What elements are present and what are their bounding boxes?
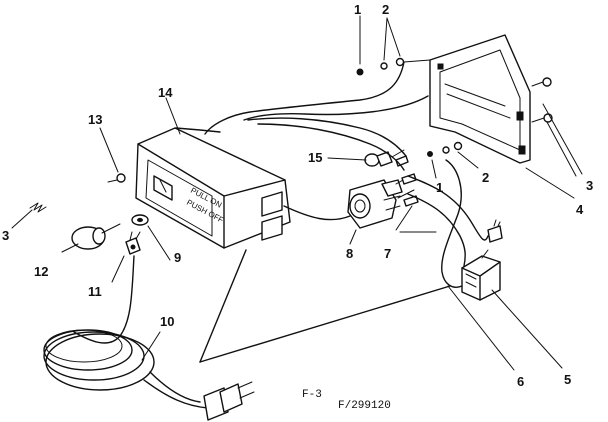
nut-middle (427, 141, 463, 157)
nut-top (356, 57, 431, 76)
callout-numbers: 1 2 3 4 5 6 7 8 9 10 11 12 13 14 15 1 2 … (2, 2, 593, 389)
callout-14: 14 (158, 85, 173, 100)
callout-5: 5 (564, 372, 571, 387)
plug-connector (487, 219, 503, 243)
motor-unit (461, 249, 501, 301)
callout-7: 7 (384, 246, 391, 261)
washer (131, 214, 149, 226)
part-number: F/299120 (338, 400, 391, 412)
mounting-plate (429, 34, 531, 164)
power-cord (43, 255, 209, 409)
strain-relief (125, 231, 141, 255)
callout-3-right: 3 (586, 178, 593, 193)
toggle-switch (347, 175, 415, 229)
callout-2-top: 2 (382, 2, 389, 17)
callout-8: 8 (346, 246, 353, 261)
spring-clip (29, 202, 47, 213)
screw-upper (531, 77, 552, 87)
callout-1-middle: 1 (436, 180, 443, 195)
callout-9: 9 (174, 250, 181, 265)
callout-12: 12 (34, 264, 48, 279)
callout-4: 4 (576, 202, 584, 217)
callout-2-middle: 2 (482, 170, 489, 185)
callout-1-top: 1 (354, 2, 361, 17)
leader-lines (11, 15, 583, 371)
figure-label: F-3 (302, 389, 322, 401)
callout-15: 15 (308, 150, 322, 165)
callout-11: 11 (88, 284, 102, 299)
callout-13: 13 (88, 112, 102, 127)
power-plug (203, 381, 255, 421)
wiring-harness (175, 61, 489, 363)
housing-screw (107, 173, 126, 183)
callout-3-left: 3 (2, 228, 9, 243)
callout-10: 10 (160, 314, 174, 329)
switch-knob (71, 223, 121, 250)
switch-housing: PULL ON PUSH OFF (135, 127, 291, 249)
callout-6: 6 (517, 374, 524, 389)
